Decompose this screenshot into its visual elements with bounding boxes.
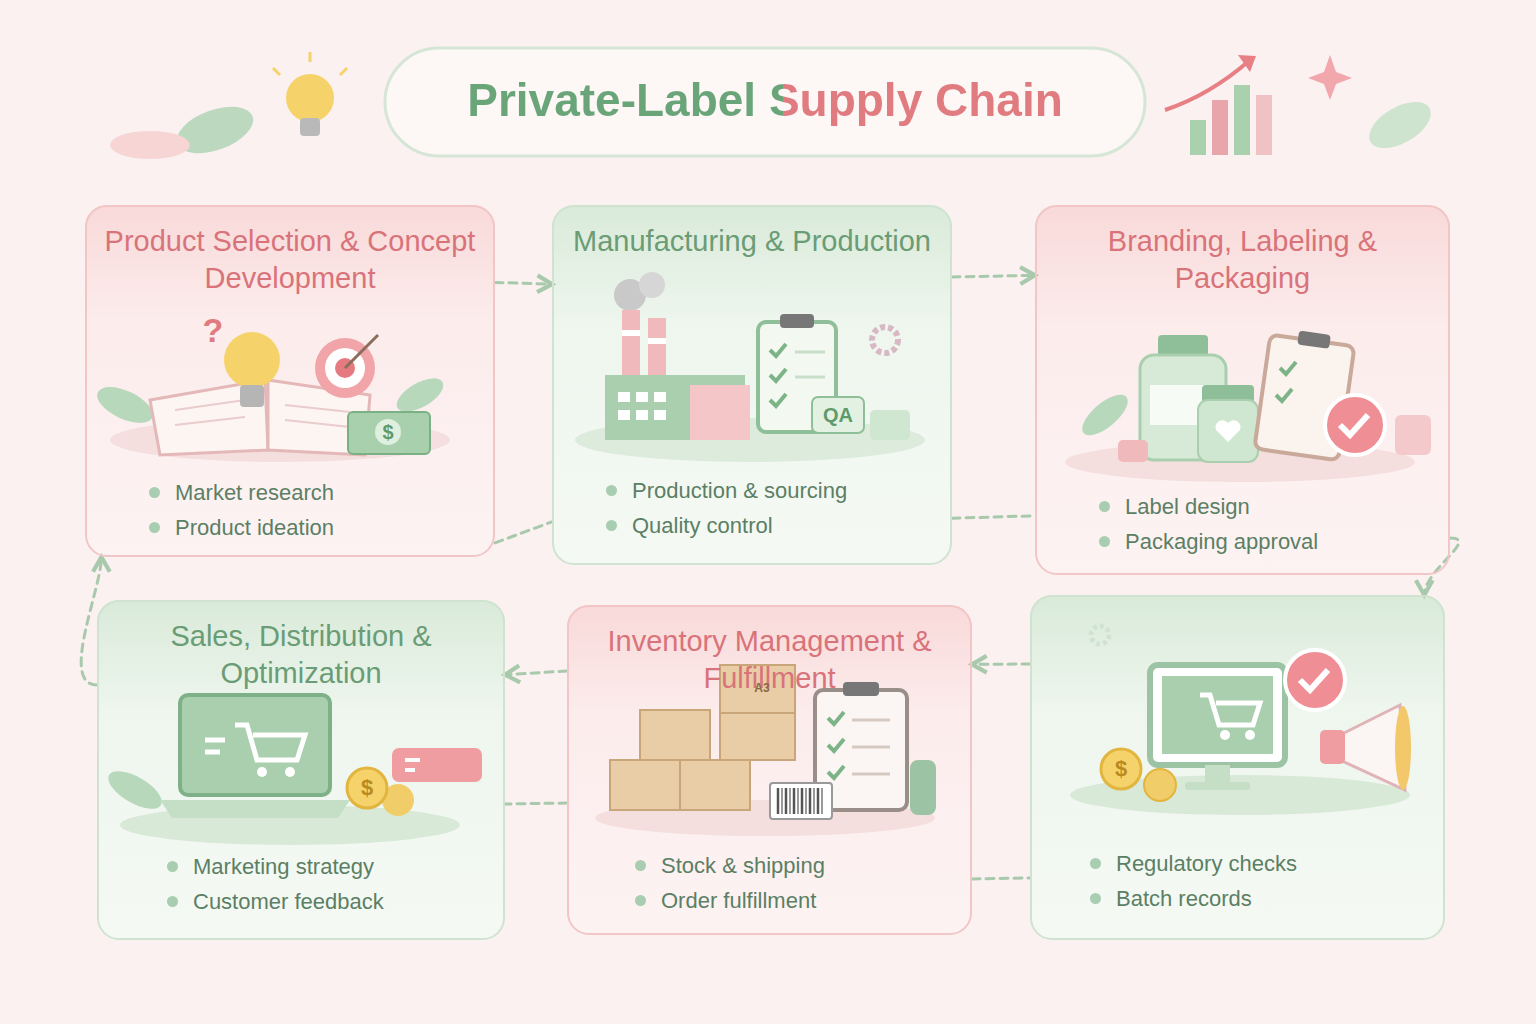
flow-connector <box>1424 538 1459 595</box>
bullet-item: Batch records <box>1090 881 1297 916</box>
barcode-stripe <box>813 788 814 814</box>
bullet-item: Label design <box>1099 489 1318 524</box>
illustration-label: A3 <box>754 681 769 695</box>
stage-box: Product Selection & Concept DevelopmentM… <box>85 205 495 557</box>
bullet-list: Regulatory checksBatch records <box>1090 846 1297 916</box>
flow-connector <box>952 516 1035 518</box>
bullet-item: Production & sourcing <box>606 473 847 508</box>
bullet-item: Market research <box>149 475 334 510</box>
diagram-title: Private-Label Supply Chain <box>467 73 1063 127</box>
bullet-list: Stock & shippingOrder fulfillment <box>635 848 825 918</box>
barcode-stripe <box>797 788 798 814</box>
bullet-list: Marketing strategyCustomer feedback <box>167 849 384 919</box>
bullet-list: Label designPackaging approval <box>1099 489 1318 559</box>
barcode-stripe <box>781 788 782 814</box>
flow-connector <box>505 671 567 675</box>
barcode-stripe <box>793 788 796 814</box>
bullet-item: Regulatory checks <box>1090 846 1297 881</box>
bullet-item: Marketing strategy <box>167 849 384 884</box>
bullet-list: Market researchProduct ideation <box>149 475 334 545</box>
barcode-stripe <box>809 788 812 814</box>
barcode-stripe <box>789 788 790 814</box>
bullet-item: Order fulfillment <box>635 883 825 918</box>
flow-connector <box>495 522 552 543</box>
barcode-stripe <box>801 788 804 814</box>
bullet-item: Customer feedback <box>167 884 384 919</box>
bullet-list: Production & sourcingQuality control <box>606 473 847 543</box>
illustration-label: QA <box>823 404 853 427</box>
bullet-item: Stock & shipping <box>635 848 825 883</box>
stage-box: Sales, Distribution & OptimizationMarket… <box>97 600 505 940</box>
stage-heading: Sales, Distribution & Optimization <box>111 618 491 692</box>
stage-heading: Product Selection & Concept Development <box>99 223 481 297</box>
bullet-item: Packaging approval <box>1099 524 1318 559</box>
bullet-item: Quality control <box>606 508 847 543</box>
flow-connector <box>972 878 1030 879</box>
illustration-label: $ <box>382 421 393 444</box>
barcode-stripe <box>777 788 780 814</box>
barcode-stripe <box>785 788 788 814</box>
stage-heading: Manufacturing & Production <box>566 223 938 260</box>
flow-connector <box>495 282 552 284</box>
illustration-label: $ <box>1115 756 1127 782</box>
stage-box: Branding, Labeling & PackagingLabel desi… <box>1035 205 1450 575</box>
illustration-label: $ <box>361 775 373 801</box>
stage-box: Manufacturing & ProductionProduction & s… <box>552 205 952 565</box>
illustration-label: ? <box>203 311 224 350</box>
stage-heading: Branding, Labeling & Packaging <box>1049 223 1436 297</box>
flow-connector <box>972 663 1030 666</box>
flow-connector <box>952 275 1035 277</box>
flow-connector <box>505 803 567 804</box>
barcode-stripe <box>805 788 806 814</box>
stage-box: Regulatory checksBatch records <box>1030 595 1445 940</box>
stage-box: Inventory Management & FulfillmentStock … <box>567 605 972 935</box>
barcode-stripe <box>821 788 822 814</box>
bullet-item: Product ideation <box>149 510 334 545</box>
barcode-stripe <box>817 788 820 814</box>
